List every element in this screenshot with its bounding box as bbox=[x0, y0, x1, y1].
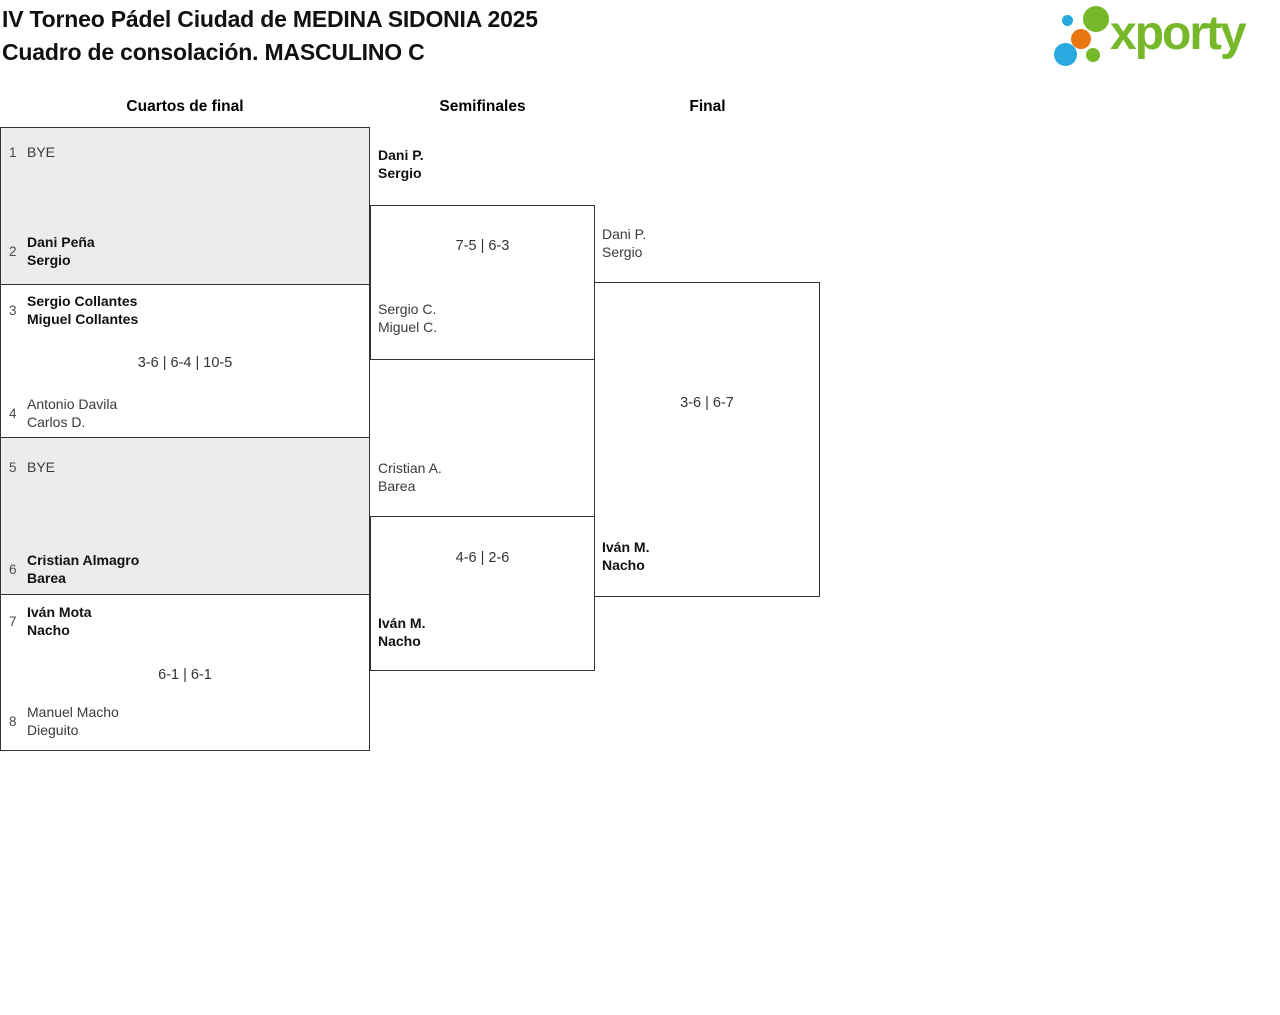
final-bottom-participant: Iván M. Nacho bbox=[602, 539, 649, 574]
match-score: 4-6 | 2-6 bbox=[455, 550, 510, 566]
logo-dot-blue-small-icon bbox=[1062, 15, 1073, 26]
seed-number: 3 bbox=[9, 303, 17, 318]
match-score: 3-6 | 6-4 | 10-5 bbox=[137, 355, 233, 371]
seed-number: 5 bbox=[9, 460, 17, 476]
qf1-top-participant: 1 BYE bbox=[9, 144, 55, 162]
participant-line1: Sergio C. bbox=[378, 301, 437, 317]
sf1-bottom-participant: Sergio C. Miguel C. bbox=[378, 301, 437, 336]
final-match-box: 3-6 | 6-7 bbox=[594, 282, 820, 597]
participant-line1: BYE bbox=[27, 459, 56, 475]
participant-line1: Iván M. bbox=[602, 539, 650, 555]
seed-number: 7 bbox=[9, 614, 17, 629]
participant-names: Iván Mota Nacho bbox=[27, 604, 92, 639]
qf3-bottom-participant: 6 Cristian Almagro Barea bbox=[9, 552, 139, 587]
participant-line1: Cristian A. bbox=[378, 460, 442, 476]
match-score: 6-1 | 6-1 bbox=[158, 667, 212, 683]
quarterfinal-match-4-box: 7 Iván Mota Nacho 6-1 | 6-1 8 Manuel Mac… bbox=[0, 594, 370, 751]
tournament-title: IV Torneo Pádel Ciudad de MEDINA SIDONIA… bbox=[2, 6, 538, 32]
participant-names: Sergio Collantes Miguel Collantes bbox=[27, 293, 138, 328]
seed-number: 2 bbox=[9, 244, 17, 259]
participant-names: Cristian Almagro Barea bbox=[27, 552, 139, 587]
seed-number: 4 bbox=[9, 406, 17, 421]
final-top-participant: Dani P. Sergio bbox=[602, 226, 646, 261]
logo-dot-green-large-icon bbox=[1083, 6, 1109, 32]
round-header-semifinals: Semifinales bbox=[439, 98, 526, 115]
participant-names: Antonio Davila Carlos D. bbox=[27, 396, 117, 431]
participant-line2: Sergio bbox=[378, 164, 422, 181]
participant-line2: Carlos D. bbox=[27, 413, 86, 430]
participant-line2: Miguel C. bbox=[378, 318, 438, 335]
match-score: 7-5 | 6-3 bbox=[455, 238, 510, 254]
participant-line2: Barea bbox=[27, 569, 66, 586]
participant-line1: Antonio Davila bbox=[27, 396, 118, 412]
round-header-quarterfinals: Cuartos de final bbox=[126, 98, 244, 115]
seed-number: 1 bbox=[9, 145, 17, 161]
qf2-top-participant: 3 Sergio Collantes Miguel Collantes bbox=[9, 293, 138, 328]
qf4-top-participant: 7 Iván Mota Nacho bbox=[9, 604, 92, 639]
round-header-final: Final bbox=[689, 98, 726, 115]
qf3-top-participant: 5 BYE bbox=[9, 459, 55, 477]
participant-line1: Dani P. bbox=[378, 147, 424, 163]
quarterfinal-match-3-box: 5 BYE 6 Cristian Almagro Barea bbox=[0, 437, 370, 595]
participant-line2: Nacho bbox=[27, 621, 70, 638]
participant-line2: Nacho bbox=[602, 556, 645, 573]
logo-dot-orange-icon bbox=[1071, 29, 1091, 49]
participant-line1: Dani P. bbox=[602, 226, 647, 242]
participant-line1: Sergio Collantes bbox=[27, 293, 138, 309]
participant-names: Manuel Macho Dieguito bbox=[27, 704, 119, 739]
participant-names: BYE bbox=[27, 144, 55, 162]
page-title: IV Torneo Pádel Ciudad de MEDINA SIDONIA… bbox=[2, 3, 538, 69]
sf2-top-participant: Cristian A. Barea bbox=[378, 460, 442, 495]
participant-line2: Dieguito bbox=[27, 721, 79, 738]
xporty-logo[interactable]: xporty bbox=[1048, 0, 1280, 78]
semifinal-match-1-box: 7-5 | 6-3 bbox=[370, 205, 595, 360]
participant-line2: Sergio bbox=[27, 251, 71, 268]
participant-names: Dani Peña Sergio bbox=[27, 234, 95, 269]
participant-line1: Iván M. bbox=[378, 615, 426, 631]
participant-line1: Dani Peña bbox=[27, 234, 95, 250]
participant-names: BYE bbox=[27, 459, 55, 477]
participant-line2: Sergio bbox=[602, 243, 643, 260]
seed-number: 8 bbox=[9, 714, 17, 729]
logo-dot-blue-large-icon bbox=[1054, 43, 1077, 66]
xporty-logo-text: xporty bbox=[1110, 7, 1247, 60]
participant-line1: Cristian Almagro bbox=[27, 552, 140, 568]
sf2-bottom-participant: Iván M. Nacho bbox=[378, 615, 425, 650]
match-score: 3-6 | 6-7 bbox=[680, 395, 734, 411]
qf4-bottom-participant: 8 Manuel Macho Dieguito bbox=[9, 704, 119, 739]
logo-dot-green-small-icon bbox=[1086, 48, 1100, 62]
seed-number: 6 bbox=[9, 562, 17, 577]
participant-line2: Nacho bbox=[378, 632, 421, 649]
participant-line1: BYE bbox=[27, 144, 56, 160]
participant-line2: Miguel Collantes bbox=[27, 310, 139, 327]
sf1-top-participant: Dani P. Sergio bbox=[378, 147, 424, 182]
quarterfinal-match-2-box: 3 Sergio Collantes Miguel Collantes 3-6 … bbox=[0, 284, 370, 438]
qf2-bottom-participant: 4 Antonio Davila Carlos D. bbox=[9, 396, 117, 431]
participant-line2: Barea bbox=[378, 477, 416, 494]
participant-line1: Iván Mota bbox=[27, 604, 92, 620]
quarterfinal-match-1-box: 1 BYE 2 Dani Peña Sergio bbox=[0, 127, 370, 285]
participant-line1: Manuel Macho bbox=[27, 704, 119, 720]
bracket-subtitle: Cuadro de consolación. MASCULINO C bbox=[2, 39, 425, 65]
qf1-bottom-participant: 2 Dani Peña Sergio bbox=[9, 234, 95, 269]
